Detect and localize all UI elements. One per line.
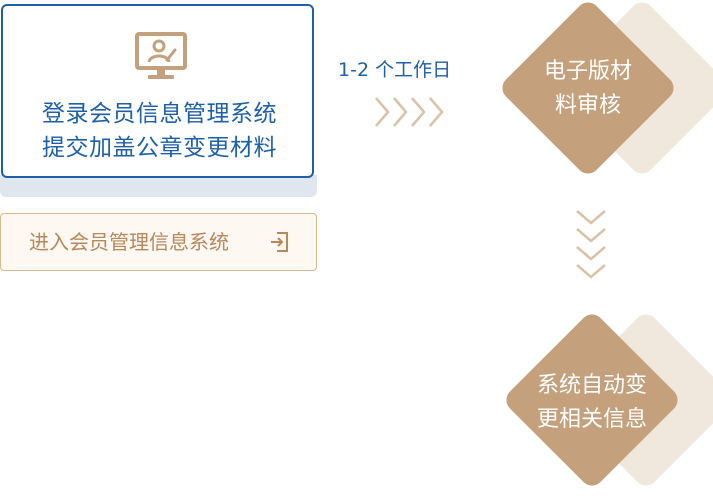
enter-icon	[271, 232, 288, 252]
right-arrows-icon	[375, 97, 444, 127]
step2-line1: 电子版材	[543, 59, 632, 84]
step3-line2: 更相关信息	[536, 407, 647, 432]
down-arrows-icon	[576, 210, 606, 279]
step-card-login: 登录会员信息管理系统 提交加盖公章变更材料	[1, 4, 314, 178]
step1-line1: 登录会员信息管理系统	[42, 101, 277, 127]
monitor-user-icon	[135, 32, 187, 79]
step1-line2: 提交加盖公章变更材料	[42, 135, 277, 161]
step2-line2: 料审核	[554, 93, 621, 118]
enter-system-button[interactable]: 进入会员管理信息系统	[0, 213, 317, 271]
step-card-shadow	[0, 175, 317, 197]
enter-system-label: 进入会员管理信息系统	[29, 230, 229, 254]
step-diamond-update: 系统自动变 更相关信息	[490, 300, 713, 500]
duration-label: 1-2 个工作日	[338, 59, 452, 81]
step3-line1: 系统自动变	[536, 373, 647, 398]
step-diamond-review: 电子版材 料审核	[490, 0, 713, 200]
